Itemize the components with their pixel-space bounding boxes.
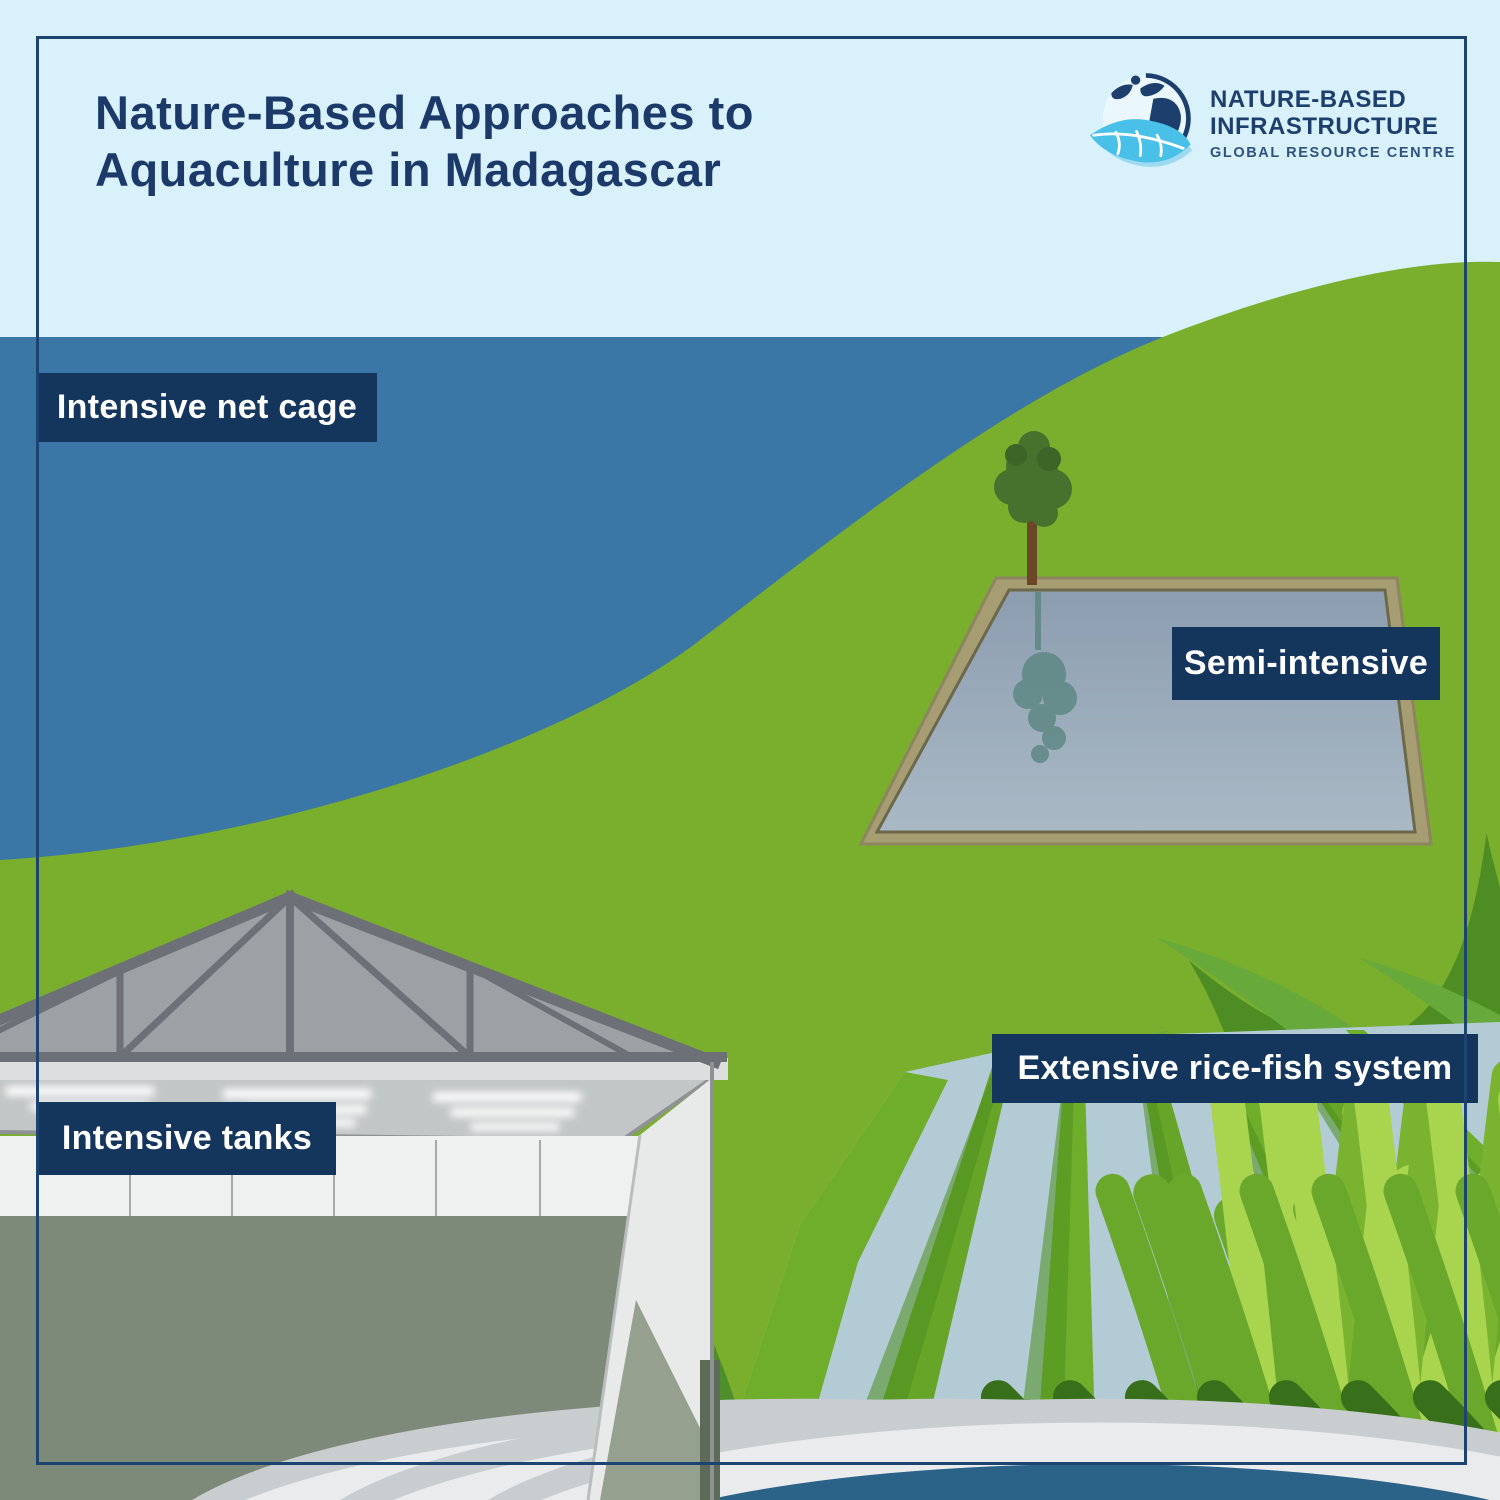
org-logo: NATURE-BASED INFRASTRUCTURE GLOBAL RESOU…	[1088, 68, 1456, 180]
logo-tagline: GLOBAL RESOURCE CENTRE	[1210, 145, 1457, 162]
roof-truss	[0, 889, 727, 1500]
label-intensive-net-cage: Intensive net cage	[37, 373, 377, 442]
title-line-1: Nature-Based Approaches to	[95, 86, 754, 139]
label-intensive-tanks: Intensive tanks	[38, 1102, 336, 1175]
logo-name-line-1: NATURE-BASED	[1210, 85, 1407, 113]
page-title: Nature-Based Approaches to Aquaculture i…	[95, 84, 754, 199]
rice-fish-field	[710, 1022, 1500, 1500]
label-semi-intensive: Semi-intensive	[1172, 627, 1440, 700]
logo-name-line-2: INFRASTRUCTURE	[1210, 112, 1439, 140]
building-fascia	[0, 1058, 728, 1080]
pond-tree	[994, 431, 1072, 585]
globe-leaf-icon	[1089, 73, 1193, 167]
tree-reflection	[1013, 592, 1077, 763]
title-line-2: Aquaculture in Madagascar	[95, 143, 722, 197]
label-extensive-rice-fish: Extensive rice-fish system	[992, 1034, 1478, 1103]
